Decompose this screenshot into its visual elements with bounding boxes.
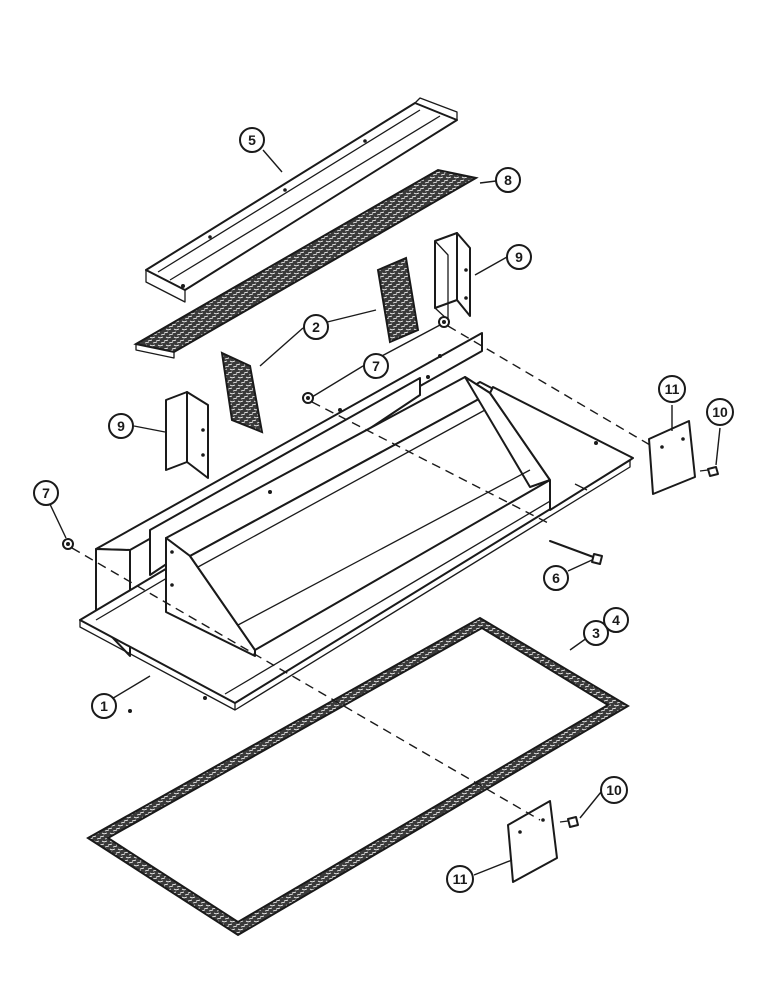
part-10-screw-upper xyxy=(699,466,719,477)
part-2-pad-upper xyxy=(376,256,420,344)
callout-6: 6 xyxy=(543,565,569,591)
svg-text:9: 9 xyxy=(515,249,523,265)
callout-7-left: 7 xyxy=(33,480,59,506)
part-7-nut-middle xyxy=(302,392,314,404)
svg-text:3: 3 xyxy=(592,625,600,641)
svg-text:9: 9 xyxy=(117,418,125,434)
part-2-pad-lower xyxy=(220,351,264,434)
svg-text:2: 2 xyxy=(312,319,320,335)
svg-text:10: 10 xyxy=(606,782,622,798)
callout-7-middle: 7 xyxy=(363,353,389,379)
callout-4: 4 xyxy=(603,607,629,633)
callout-8: 8 xyxy=(495,167,521,193)
part-9-bracket-right xyxy=(434,232,471,321)
svg-text:7: 7 xyxy=(42,485,50,501)
part-9-bracket-left xyxy=(165,391,209,479)
callout-9-left: 9 xyxy=(108,413,134,439)
part-11-cover-lower xyxy=(507,800,558,883)
svg-text:8: 8 xyxy=(504,172,512,188)
callout-3: 3 xyxy=(583,620,609,646)
callout-2: 2 xyxy=(303,314,329,340)
svg-text:10: 10 xyxy=(712,404,728,420)
callout-11-lower: 11 xyxy=(446,865,474,893)
svg-text:11: 11 xyxy=(453,871,468,887)
callout-1: 1 xyxy=(91,693,117,719)
callout-5: 5 xyxy=(239,127,265,153)
callout-10-lower: 10 xyxy=(600,776,628,804)
svg-text:6: 6 xyxy=(552,570,560,586)
part-7-nut-left xyxy=(62,538,74,550)
callout-10-upper: 10 xyxy=(706,398,734,426)
part-11-cover-upper xyxy=(648,420,696,495)
callout-9-right: 9 xyxy=(506,244,532,270)
callout-11-upper: 11 xyxy=(658,375,686,403)
svg-text:1: 1 xyxy=(100,698,108,714)
part-6-bolt xyxy=(549,540,603,565)
part-1-housing xyxy=(79,332,634,713)
svg-text:5: 5 xyxy=(248,132,256,148)
svg-text:7: 7 xyxy=(372,358,380,374)
part-3-4-gasket-frame xyxy=(86,616,630,937)
part-5-top-channel xyxy=(145,97,458,303)
assembly-lines xyxy=(71,325,651,821)
leader-lines xyxy=(47,149,721,876)
part-7-nut-top xyxy=(438,316,450,328)
part-10-screw-lower xyxy=(559,816,579,828)
part-8-filter-pad xyxy=(133,168,479,359)
svg-text:4: 4 xyxy=(612,612,620,628)
svg-text:11: 11 xyxy=(665,381,680,397)
